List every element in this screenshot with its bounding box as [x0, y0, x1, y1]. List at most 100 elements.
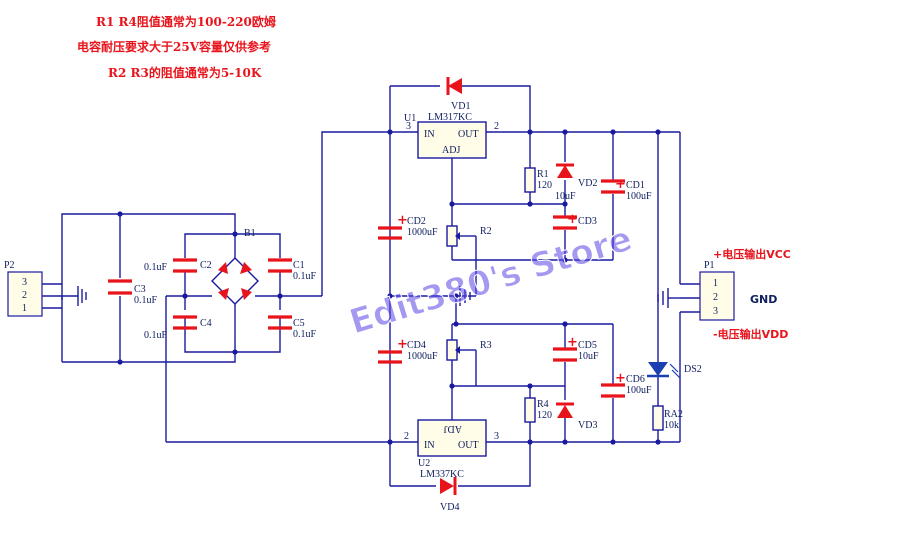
p2-pin-b: 2 — [22, 290, 27, 301]
r2-label: R2 — [480, 226, 492, 237]
u2-pin-out: 3 — [494, 431, 499, 442]
c1-label: C1 — [293, 260, 305, 271]
c2-label: C2 — [200, 260, 212, 271]
potentiometer-r2: R2 — [446, 225, 492, 247]
p1-label: P1 — [704, 260, 715, 271]
cd6-label: CD6 — [626, 374, 645, 385]
diode-vd2: VD2 — [556, 163, 597, 189]
cd2-label: CD2 — [407, 216, 426, 227]
cd3-label: CD3 — [578, 216, 597, 227]
diode-vd4: VD4 — [440, 477, 459, 513]
junctions — [117, 129, 661, 445]
cd4-value: 1000uF — [407, 351, 438, 362]
r4-value: 120 — [537, 410, 552, 421]
svg-text:+: + — [397, 213, 408, 228]
ground-symbol-right — [657, 288, 669, 308]
u2-label: U2 — [418, 458, 430, 469]
diode-vd1: VD1 — [446, 77, 470, 112]
regulator-u1: U1 LM317KC IN OUT ADJ 3 2 — [404, 112, 499, 159]
c3-label: C3 — [134, 284, 146, 295]
ra2-value: 10k — [664, 420, 679, 431]
output-vcc-label: +电压输出VCC — [713, 247, 791, 261]
u1-out: OUT — [458, 129, 479, 140]
r1-value: 120 — [537, 180, 552, 191]
p2-label: P2 — [4, 260, 15, 271]
note-capacitor-voltage: 电容耐压要求大于25V容量仅供参考 — [77, 40, 272, 54]
c4-value: 0.1uF — [144, 330, 168, 341]
output-vdd-label: -电压输出VDD — [713, 327, 788, 341]
p2-pin-a: 3 — [22, 277, 27, 288]
u1-adj: ADJ — [442, 145, 460, 156]
cd3-value: 10uF — [555, 191, 576, 202]
b1-label: B1 — [244, 228, 256, 239]
u1-label: U1 — [404, 113, 416, 124]
c5-value: 0.1uF — [293, 329, 317, 340]
u2-out: OUT — [458, 440, 479, 451]
u1-in: IN — [424, 129, 435, 140]
u1-pin-out: 2 — [494, 121, 499, 132]
ds2-label: DS2 — [684, 364, 702, 375]
bridge-rectifier-b1: B1 — [211, 228, 259, 336]
capacitor-c2: C2 0.1uF — [144, 258, 212, 273]
connector-p1: P1 1 2 3 — [699, 260, 735, 321]
vd3-label: VD3 — [578, 420, 597, 431]
potentiometer-r3: R3 — [446, 339, 492, 361]
c5-label: C5 — [293, 318, 305, 329]
u1-pin-in: 3 — [406, 121, 411, 132]
note-resistor-r1-r4: R1 R4阻值通常为100-220欧姆 — [96, 15, 276, 29]
capacitor-c4: C4 0.1uF — [144, 315, 212, 341]
p1-pin-c: 3 — [713, 306, 718, 317]
svg-text:+: + — [567, 335, 578, 350]
ground-symbol-left — [77, 286, 87, 306]
u1-part: LM317KC — [428, 112, 472, 123]
p1-pin-a: 1 — [713, 278, 718, 289]
capacitor-cd3: + CD3 — [553, 212, 597, 230]
u2-part: LM337KC — [420, 469, 464, 480]
p2-pin-c: 1 — [22, 303, 27, 314]
output-gnd-label: GND — [750, 293, 777, 306]
vd2-label: VD2 — [578, 178, 597, 189]
p1-pin-b: 2 — [713, 292, 718, 303]
u2-in: IN — [424, 440, 435, 451]
ground-symbol-center — [459, 286, 471, 306]
regulator-u2: ADJ IN OUT U2 LM337KC 2 3 — [404, 419, 499, 480]
cd1-value: 100uF — [626, 191, 652, 202]
connector-p2: P2 3 2 1 — [4, 260, 62, 317]
r1-label: R1 — [537, 169, 549, 180]
cd2-value: 1000uF — [407, 227, 438, 238]
capacitor-cd4: + CD4 1000uF — [378, 337, 438, 364]
capacitor-cd1: + CD1 100uF 10uF — [555, 177, 652, 202]
svg-text:+: + — [397, 337, 408, 352]
cd5-value: 10uF — [578, 351, 599, 362]
capacitor-cd5: + CD5 10uF — [553, 335, 599, 362]
resistor-r4: R4 120 — [524, 397, 552, 423]
capacitor-c5: C5 0.1uF — [268, 315, 317, 340]
capacitor-c3: C3 0.1uF — [108, 279, 158, 306]
u2-adj: ADJ — [444, 423, 462, 434]
cd4-label: CD4 — [407, 340, 426, 351]
resistor-r1: R1 120 — [524, 167, 552, 193]
r3-label: R3 — [480, 340, 492, 351]
svg-text:+: + — [615, 177, 626, 192]
svg-text:+: + — [567, 212, 578, 227]
u2-pin-in: 2 — [404, 431, 409, 442]
r4-label: R4 — [537, 399, 549, 410]
capacitor-cd2: + CD2 1000uF — [378, 213, 438, 240]
c4-label: C4 — [200, 318, 212, 329]
diode-vd3: VD3 — [556, 402, 597, 431]
c2-value: 0.1uF — [144, 262, 168, 273]
vd4-label: VD4 — [440, 502, 459, 513]
capacitor-c1: C1 0.1uF — [268, 258, 317, 282]
c3-value: 0.1uF — [134, 295, 158, 306]
cd1-label: CD1 — [626, 180, 645, 191]
note-resistor-r2-r3: R2 R3的阻值通常为5-10K — [108, 66, 262, 80]
vd1-label: VD1 — [451, 101, 470, 112]
ra2-label: RA2 — [664, 409, 683, 420]
c1-value: 0.1uF — [293, 271, 317, 282]
resistor-ra2: RA2 10k — [652, 405, 683, 431]
capacitor-cd6: + CD6 100uF — [601, 371, 652, 398]
cd6-value: 100uF — [626, 385, 652, 396]
led-ds2: DS2 — [647, 362, 702, 379]
svg-text:+: + — [615, 371, 626, 386]
